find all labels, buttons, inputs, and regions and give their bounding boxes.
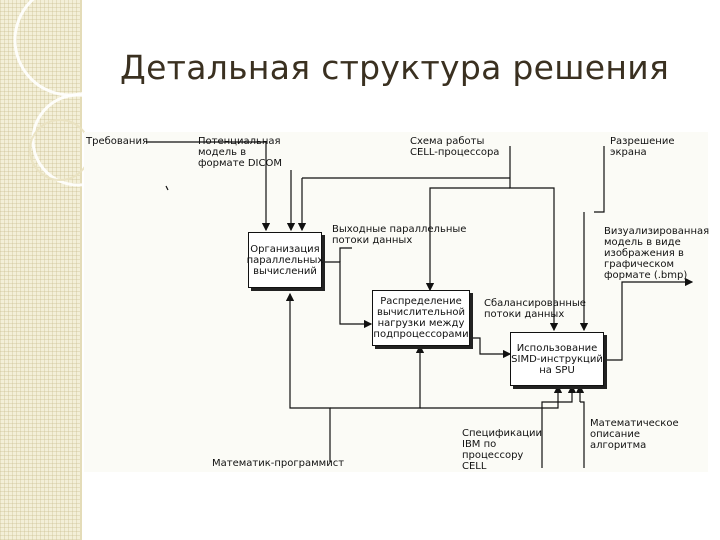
decorative-side-strip xyxy=(0,0,80,540)
page-title: Детальная структура решения xyxy=(120,48,670,87)
label-cell-scheme: Схема работы CELL-процессора xyxy=(410,136,500,158)
label-math-description: Математическое описание алгоритма xyxy=(590,418,679,451)
block-parallel-computing: Организация параллельных вычислений xyxy=(247,232,323,288)
label-ibm-spec: Спецификации IBM по процессору CELL xyxy=(462,428,542,472)
label-balanced-streams: Сбалансированные потоки данных xyxy=(484,298,586,320)
strip-edge xyxy=(80,0,82,540)
block-simd-spu: Использование SIMD-инструкций на SPU xyxy=(510,332,604,386)
block-load-distribution: Распределение вычислительной нагрузки ме… xyxy=(372,290,470,346)
label-visualized-model: Визуализированная модель в виде изображе… xyxy=(604,226,710,281)
label-parallel-streams: Выходные параллельные потоки данных xyxy=(332,224,467,246)
label-screen-resolution: Разрешение экрана xyxy=(610,136,675,158)
label-requirements: Требования xyxy=(86,136,148,147)
idef0-diagram: Организация параллельных вычислений Расп… xyxy=(84,132,710,472)
label-math-programmer: Математик-программист xyxy=(212,458,345,469)
diagram-connectors xyxy=(146,141,694,468)
label-dicom-model: Потенциальная модель в формате DICOM xyxy=(198,136,282,169)
